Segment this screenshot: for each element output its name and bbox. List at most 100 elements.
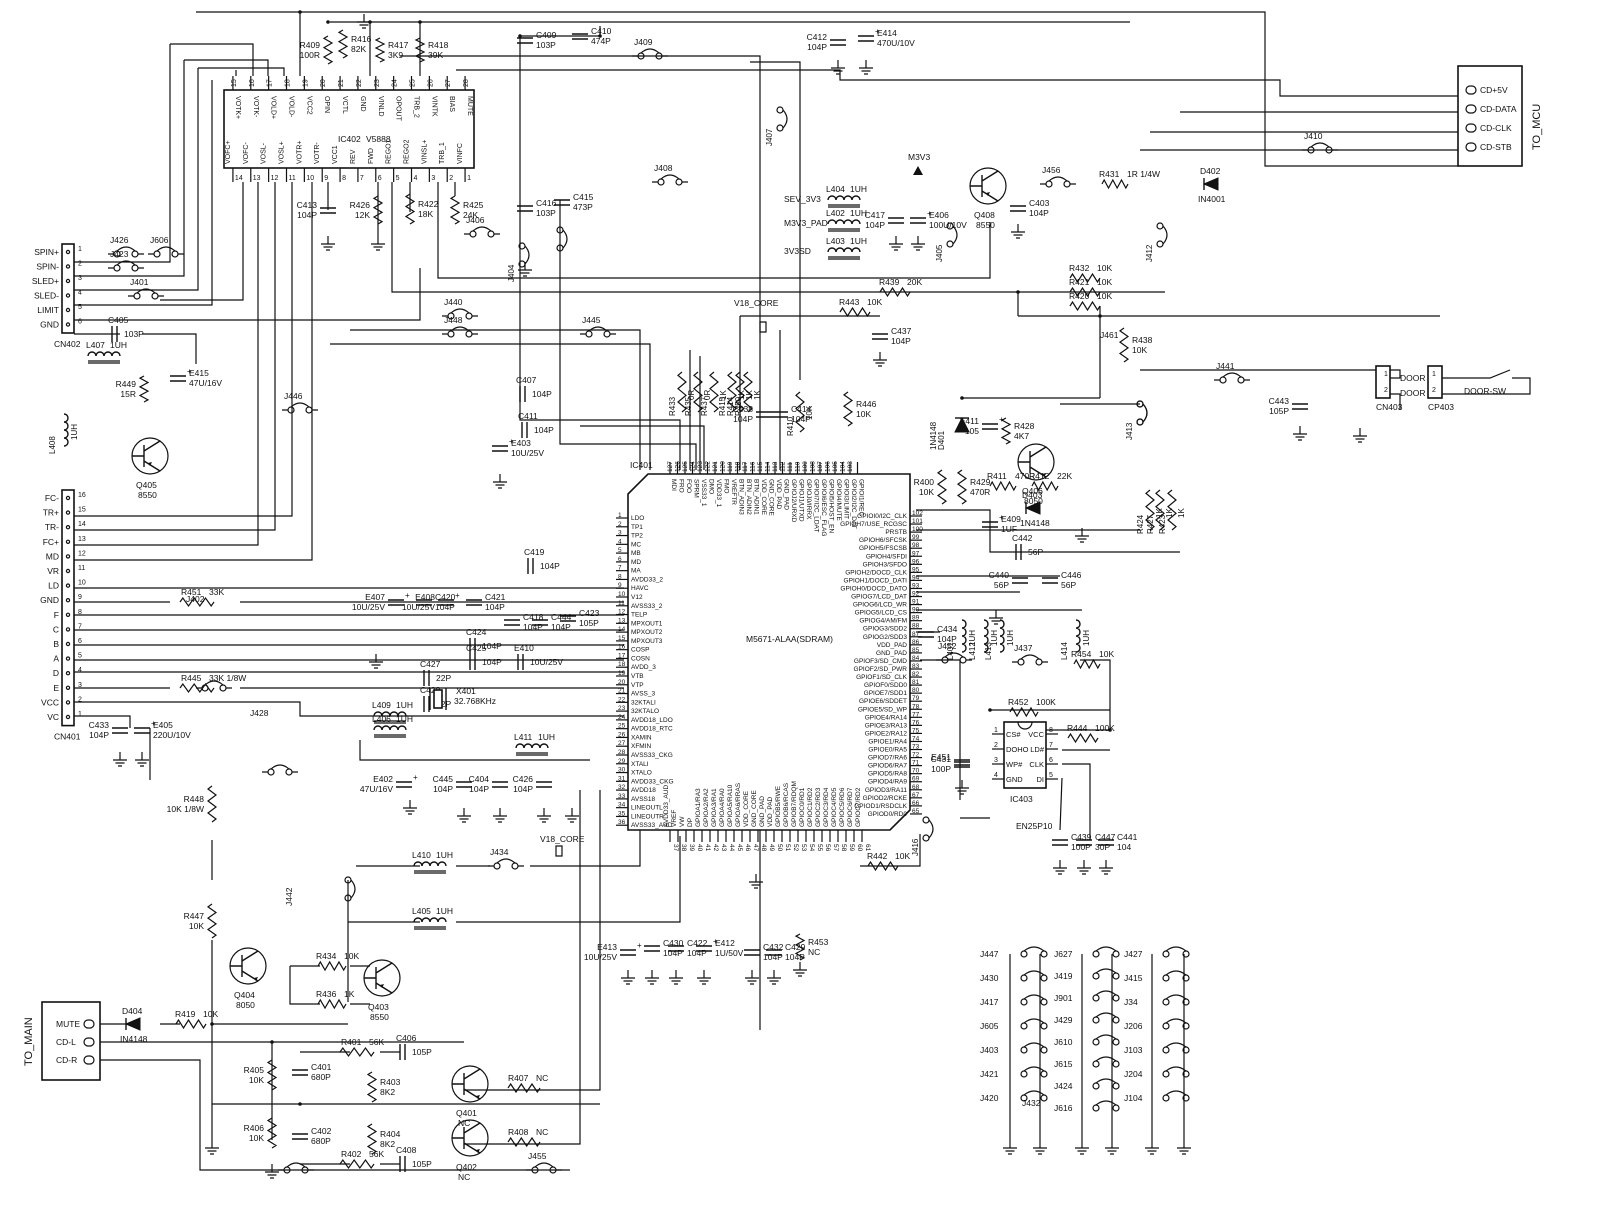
ground-lines: [565, 808, 579, 823]
capacitor-ref: C415: [573, 192, 594, 202]
ic-pin-number: 114: [765, 461, 772, 472]
inductor-ref: L406: [372, 714, 391, 724]
connector-pin-label: TR+: [43, 508, 59, 518]
jumper-pad: [493, 862, 501, 870]
capacitor: [517, 205, 533, 212]
capacitor: [1052, 839, 1068, 846]
ic-pin-number: 127: [667, 461, 674, 472]
wire: [170, 43, 254, 76]
to-main-title: TO_MAIN: [23, 1017, 35, 1066]
jumper-pad: [1020, 1022, 1028, 1030]
ic-pin-number: 108: [810, 461, 817, 472]
jumper-table-ref: J432: [1022, 1098, 1041, 1108]
ground-symbol: [889, 236, 903, 251]
jumper-pad: [1156, 240, 1164, 248]
ground-symbol: [369, 654, 383, 669]
ic-pin-label: GPIOI5/HOST_EN: [828, 479, 835, 533]
capacitor-value: 100P: [931, 764, 951, 774]
connector-pin-number: 3: [78, 682, 82, 689]
ground-lines: [1145, 1140, 1159, 1155]
ic-pin-number: 3: [994, 757, 998, 764]
ic-pin-number: 119: [727, 461, 734, 472]
jumper-link: [1165, 946, 1187, 952]
jumper-link: [534, 1162, 554, 1168]
capacitor-value: 56P: [994, 580, 1009, 590]
capacitor-value: 104P: [297, 210, 317, 220]
resistor-value: 10K: [895, 851, 910, 861]
ic-pin-label: GND_PAD: [876, 650, 907, 657]
ic-pin-number: 17: [618, 652, 626, 659]
jumper-link: [290, 402, 310, 408]
resistor-ref: R445: [181, 673, 202, 683]
resistor-value: 1K: [737, 390, 746, 400]
ic-pin-label: VCC1: [332, 145, 339, 164]
resistor-value: 0R: [687, 390, 696, 400]
ic-pin-number: 5: [396, 175, 400, 182]
connector-pin: [65, 293, 71, 298]
transistor-leads: [452, 1122, 481, 1154]
jumper-table-ref: J605: [980, 1021, 999, 1031]
diode-ref: D404: [122, 1006, 143, 1016]
jumper-link: [1095, 946, 1117, 952]
net-label-v18: V18_CORE: [734, 298, 779, 308]
ic-pin-label: GPIOE7/SDD1: [864, 690, 908, 697]
jumper-link: [640, 48, 660, 54]
ground-lines: [697, 970, 711, 985]
net-label-v18: V18_CORE: [540, 834, 585, 844]
resistor-ref: R443: [839, 297, 860, 307]
resistor: [322, 35, 334, 65]
polarity-mark: +: [151, 719, 156, 728]
capacitor-value: 104P: [540, 561, 560, 571]
ic-pin-number: 125: [682, 461, 689, 472]
ic-pin-label: OPOUT: [395, 96, 402, 122]
inductor-ref: L413: [984, 642, 993, 660]
jumper-link: [450, 326, 470, 332]
resistor: [179, 596, 215, 608]
ic-pin-label: HAVC: [631, 585, 649, 592]
ground-lines: [1353, 428, 1367, 443]
resistor-value: 100K: [1095, 723, 1115, 733]
resistor-ref: R444: [1067, 723, 1088, 733]
capacitor-ref: C405: [108, 315, 129, 325]
connector-pin: [65, 510, 71, 515]
ic-pin-label: V12: [631, 594, 643, 601]
polarity-mark: +: [713, 937, 718, 946]
ground-symbol: [1077, 860, 1091, 875]
ic-pin-number: 9: [618, 582, 622, 589]
ic-pin-label: VTB: [631, 673, 644, 680]
ground-symbol: [357, 14, 371, 29]
jumper-pad: [113, 264, 121, 272]
jumper-link: [1023, 1042, 1045, 1048]
wire: [456, 836, 681, 923]
inductor: [827, 219, 861, 225]
capacitor-value: 10U/25V: [584, 952, 617, 962]
ic-pin-label: VCC: [1028, 730, 1044, 739]
cp403-ref: CP403: [1428, 402, 1454, 412]
capacitor: [292, 1133, 308, 1140]
inductor-value: 1UH: [538, 732, 555, 742]
resistor-ref: R410: [786, 416, 795, 436]
capacitor: [517, 654, 524, 670]
connector-pin-number: 1: [1432, 371, 1436, 378]
junction-dot: [298, 10, 302, 14]
resistor-ref: R408: [508, 1127, 529, 1137]
ic-pin-label: GPIOI6/ESC_FLAG: [820, 479, 827, 536]
capacitor: [1015, 544, 1022, 560]
resistor-ref: R435: [684, 396, 693, 416]
ground-symbol: [135, 752, 149, 767]
polarity-mark: +: [187, 367, 192, 376]
connector-pin: [65, 568, 71, 574]
ic-pin-number: 99: [912, 534, 920, 541]
jumper-pad: [1112, 1060, 1120, 1068]
capacitor-value: 104P: [513, 784, 533, 794]
capacitor-value: 473P: [573, 202, 593, 212]
ic-pin-label: VOTK-: [252, 96, 259, 118]
capacitor-value: 104P: [791, 414, 811, 424]
capacitor-ref: E407: [365, 592, 385, 602]
connector-pin: [65, 671, 71, 676]
capacitor: [1042, 577, 1058, 584]
capacitor-value: 47U/16V: [189, 378, 222, 388]
ic-pin-label: GND_CORE: [751, 789, 758, 827]
ic-pin-label: MC: [631, 541, 641, 548]
jumper-pad: [1162, 950, 1170, 958]
